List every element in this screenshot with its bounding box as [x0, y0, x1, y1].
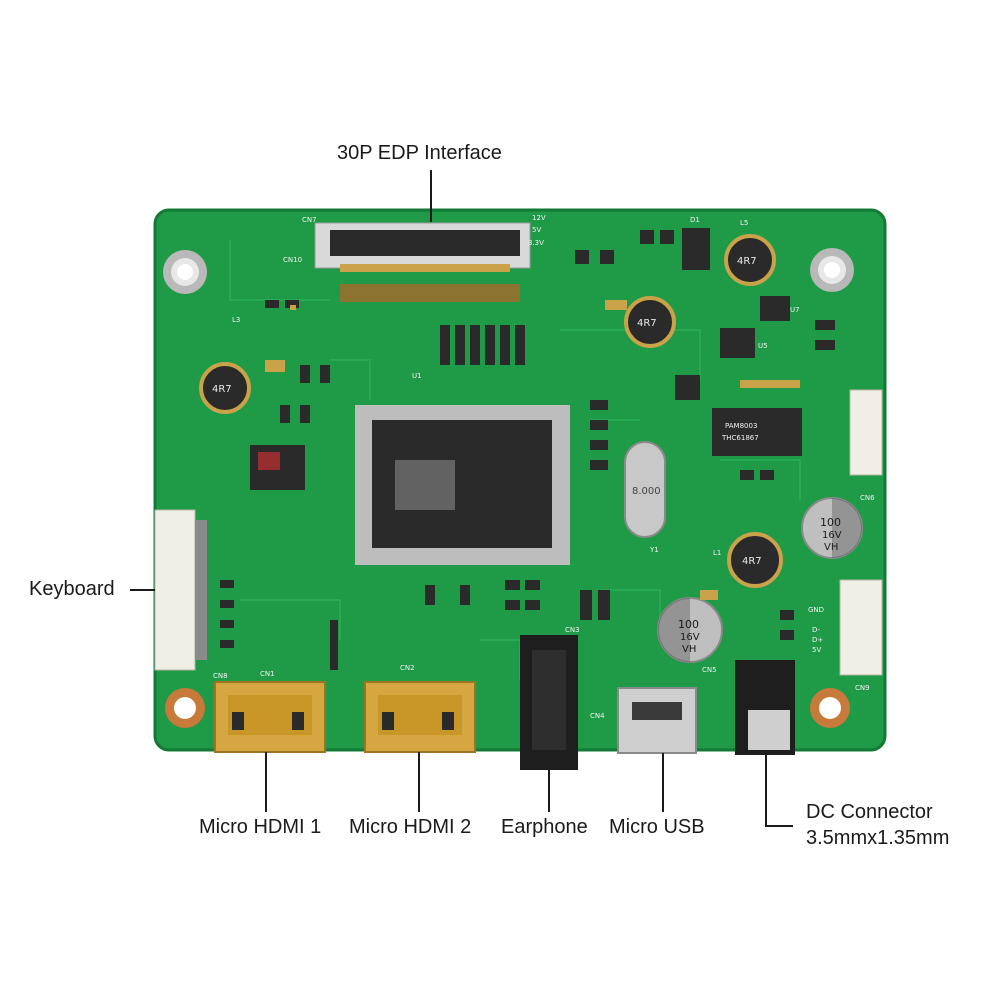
keyboard-label: Keyboard: [29, 578, 115, 600]
silk-cap1-b: 16V: [680, 632, 700, 643]
silk-cn10: CN10: [283, 256, 302, 264]
silk-cn9: CN9: [855, 684, 870, 692]
silk-5v: 5V: [532, 226, 541, 234]
silk-cap2-b: 16V: [822, 530, 842, 541]
dc-connector-size-label: 3.5mmx1.35mm: [806, 827, 950, 849]
silk-l3: L3: [232, 316, 240, 324]
silk-ind2: 4R7: [737, 256, 757, 267]
silk-cn7: CN7: [302, 216, 317, 224]
edp-connector: [314, 222, 531, 302]
silk-cn3: CN3: [565, 626, 580, 634]
silk-y1: Y1: [649, 546, 659, 554]
earphone-jack: [520, 635, 578, 770]
silk-u7: U7: [790, 306, 800, 314]
silk-5v-b: 5V: [812, 646, 821, 654]
crystal-y1: [624, 441, 666, 538]
hdmi1-connector: [214, 681, 326, 753]
silk-cn2: CN2: [400, 664, 415, 672]
edp-interface-label: 30P EDP Interface: [337, 142, 502, 164]
micro-usb-connector: [617, 687, 697, 754]
silk-ind3: 4R7: [637, 318, 657, 329]
silk-cn1: CN1: [260, 670, 275, 678]
mount-hole-bottom-right: [810, 688, 850, 728]
silk-u5: U5: [758, 342, 768, 350]
connector-cn6: [849, 389, 883, 476]
silk-dminus: D-: [812, 626, 820, 634]
silk-l5: L5: [740, 219, 748, 227]
ic-u5: [720, 328, 755, 358]
earphone-label: Earphone: [501, 816, 588, 838]
silk-xtal: 8.000: [632, 486, 661, 497]
dc-connector: [735, 660, 795, 755]
dc-leader-line-h: [765, 825, 793, 827]
usb-leader-line: [662, 753, 664, 812]
diode-d1: [682, 228, 710, 270]
inductor-3: [624, 296, 676, 348]
keyboard-leader-line: [130, 589, 155, 591]
silk-ind1: 4R7: [212, 384, 232, 395]
silk-12v: 12V: [532, 214, 546, 222]
micro-hdmi-2-label: Micro HDMI 2: [349, 816, 472, 838]
inductor-2: [724, 234, 776, 286]
dc-connector-label: DC Connector: [806, 801, 933, 823]
inductor-1: [199, 362, 251, 414]
connector-cn9: [839, 579, 883, 676]
ic-u7: [760, 296, 790, 321]
hdmi1-leader-line: [265, 752, 267, 812]
dc-leader-line-v: [765, 755, 767, 827]
hdmi2-connector: [364, 681, 476, 753]
edp-leader-line: [430, 170, 432, 222]
silk-cn4: CN4: [590, 712, 605, 720]
silk-cn5: CN5: [702, 666, 717, 674]
cap-electrolytic-2: [801, 497, 863, 559]
silk-u1: U1: [412, 372, 422, 380]
silk-cn6: CN6: [860, 494, 875, 502]
silk-l1: L1: [713, 549, 721, 557]
micro-usb-label: Micro USB: [609, 816, 705, 838]
silk-gnd: GND: [808, 606, 824, 614]
silk-cap1-a: 100: [678, 618, 699, 631]
silk-ic-u5: PAM8003: [725, 422, 757, 430]
silk-dplus: D+: [812, 636, 823, 644]
micro-hdmi-1-label: Micro HDMI 1: [199, 816, 322, 838]
keyboard-connector: [154, 509, 207, 671]
hdmi2-leader-line: [418, 752, 420, 812]
silk-cap1-c: VH: [682, 644, 696, 655]
inductor-4: [727, 532, 783, 588]
mount-hole-top-left: [163, 250, 207, 294]
silk-3v3: 3.3V: [528, 239, 544, 247]
mount-hole-top-right: [810, 248, 854, 292]
silk-cap2-a: 100: [820, 516, 841, 529]
silk-ind4: 4R7: [742, 556, 762, 567]
main-ic: [355, 405, 570, 565]
silk-cap2-c: VH: [824, 542, 838, 553]
ic-amp: [712, 408, 802, 456]
silk-cn8: CN8: [213, 672, 228, 680]
mount-hole-bottom-left: [165, 688, 205, 728]
silk-d1: D1: [690, 216, 700, 224]
ic-small: [675, 375, 700, 400]
ic-u3-mark: [258, 452, 280, 470]
earphone-leader-line: [548, 770, 550, 812]
cap-electrolytic-1: [657, 597, 723, 663]
silk-ic-u5b: THC61867: [721, 434, 759, 442]
